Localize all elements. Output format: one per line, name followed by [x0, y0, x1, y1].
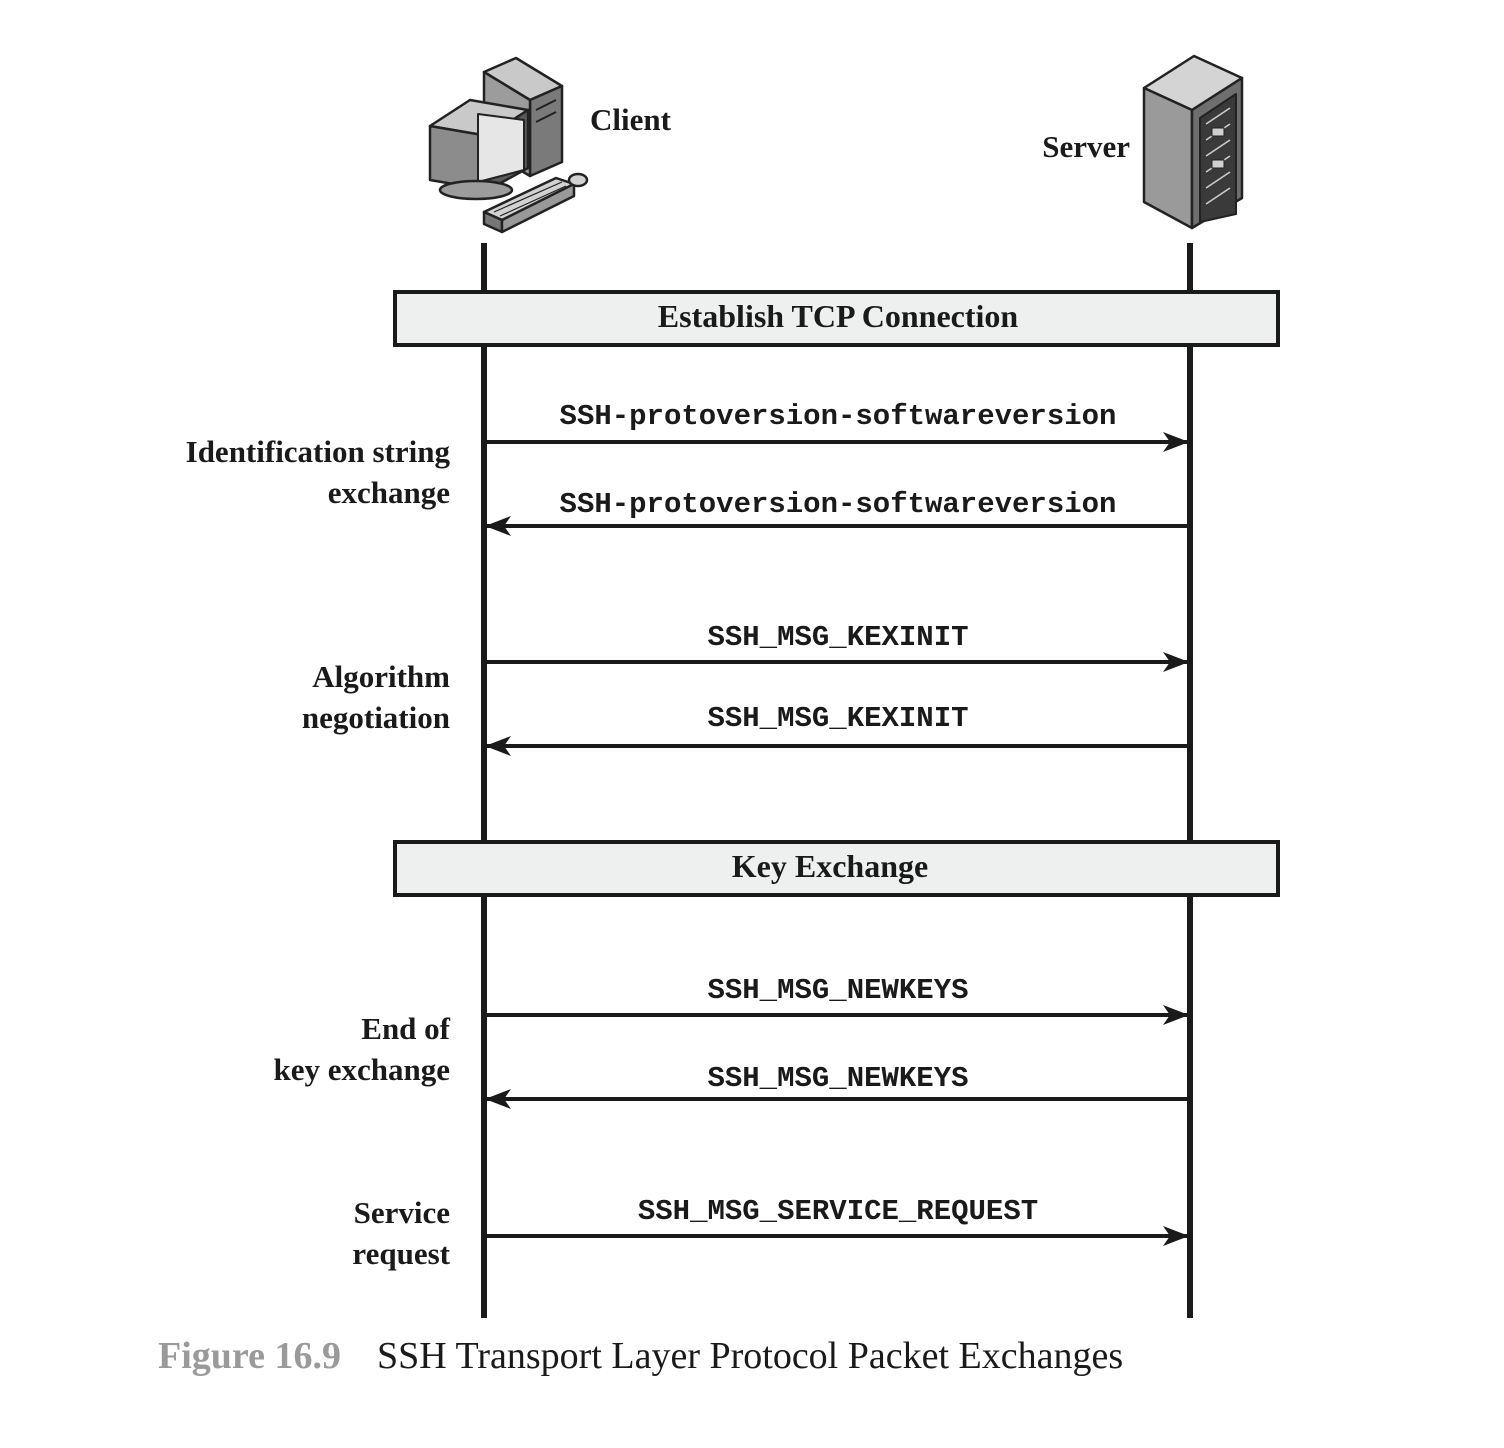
server-tower-icon: [1142, 54, 1244, 230]
svg-text:Identification string: Identification string: [186, 434, 451, 469]
message-label: SSH_MSG_NEWKEYS: [707, 1062, 968, 1095]
message-2: SSH-protoversion-softwareversion: [485, 488, 1187, 536]
message-label: SSH_MSG_KEXINIT: [707, 621, 968, 654]
svg-text:request: request: [352, 1236, 450, 1271]
message-3: SSH_MSG_KEXINIT: [487, 621, 1189, 672]
desktop-computer-icon: [428, 56, 589, 234]
message-5: SSH_MSG_NEWKEYS: [487, 974, 1189, 1025]
message-label: SSH_MSG_SERVICE_REQUEST: [638, 1195, 1038, 1228]
svg-text:exchange: exchange: [328, 475, 450, 510]
figure-caption: Figure 16.9 SSH Transport Layer Protocol …: [158, 1334, 1123, 1378]
message-7: SSH_MSG_SERVICE_REQUEST: [487, 1195, 1189, 1246]
message-4: SSH_MSG_KEXINIT: [485, 702, 1187, 756]
svg-text:Service: Service: [354, 1195, 450, 1230]
figure-number: Figure 16.9: [158, 1335, 341, 1377]
message-label: SSH-protoversion-softwareversion: [560, 400, 1117, 433]
svg-text:negotiation: negotiation: [302, 700, 450, 735]
server-label: Server: [1042, 129, 1130, 164]
message-6: SSH_MSG_NEWKEYS: [485, 1062, 1187, 1109]
group-algorithm-label: Algorithm negotiation: [302, 659, 450, 735]
message-label: SSH-protoversion-softwareversion: [560, 488, 1117, 521]
group-identification-label: Identification string exchange: [186, 434, 451, 510]
group-end-kex-label: End of key exchange: [273, 1011, 450, 1087]
svg-text:key exchange: key exchange: [273, 1052, 450, 1087]
message-label: SSH_MSG_KEXINIT: [707, 702, 968, 735]
phase-key-exchange: Key Exchange: [393, 840, 1280, 897]
figure-title: SSH Transport Layer Protocol Packet Exch…: [376, 1335, 1124, 1377]
svg-text:Algorithm: Algorithm: [312, 659, 450, 694]
message-label: SSH_MSG_NEWKEYS: [707, 974, 968, 1007]
message-1: SSH-protoversion-softwareversion: [487, 400, 1189, 452]
svg-text:End of: End of: [361, 1011, 450, 1046]
phase-establish-tcp: Establish TCP Connection: [393, 290, 1280, 347]
phase-tcp-label: Establish TCP Connection: [658, 298, 1019, 334]
phase-kex-label: Key Exchange: [732, 848, 928, 884]
group-service-label: Service request: [352, 1195, 450, 1271]
client-label: Client: [590, 102, 672, 137]
